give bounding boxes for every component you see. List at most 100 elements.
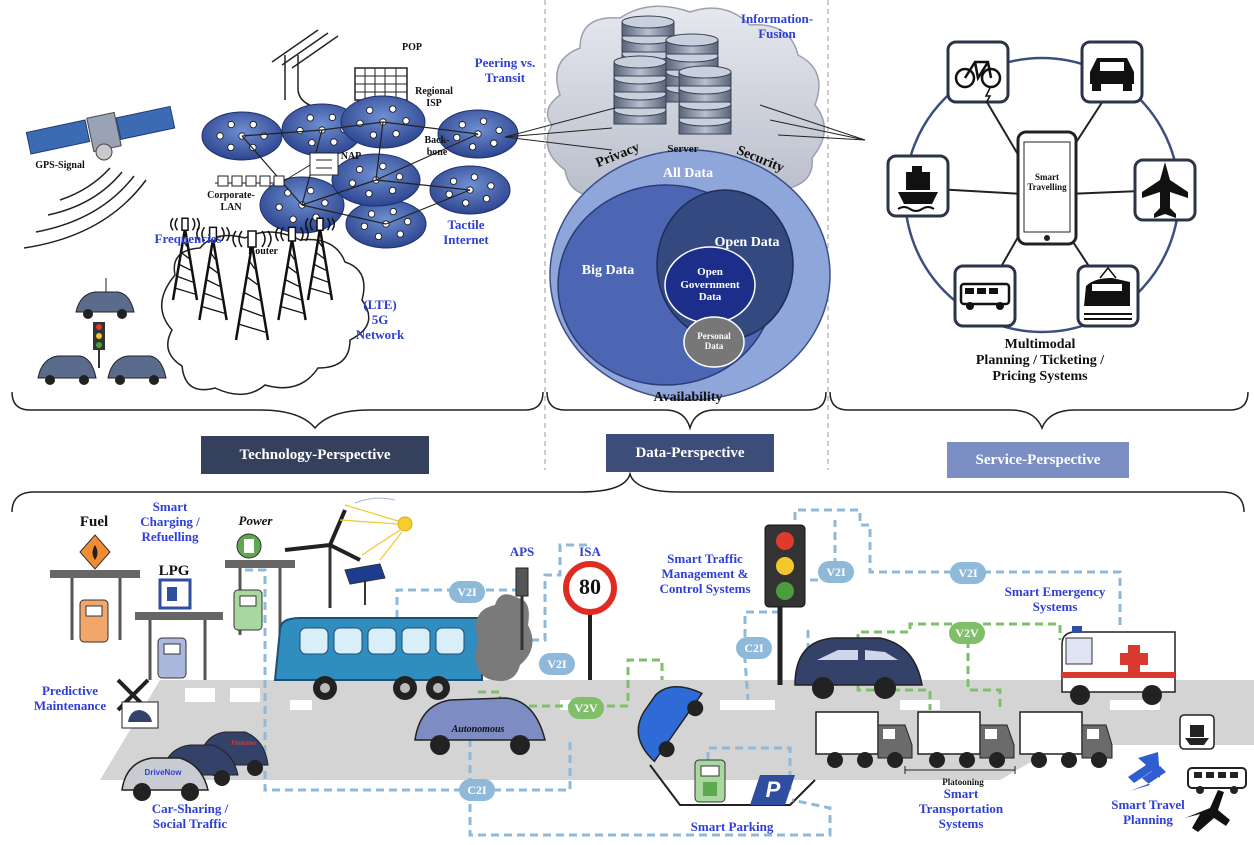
- bus-icon-bottom: [1187, 767, 1247, 794]
- technology-brace: [11, 391, 544, 430]
- nap-label: NAP: [340, 151, 362, 162]
- truck-3-icon: [1019, 711, 1113, 768]
- corporate-lan-icon: [215, 164, 311, 187]
- tactile-internet-label: Tactile Internet: [443, 217, 489, 247]
- ambulance-icon: [1061, 626, 1176, 705]
- antenna-icon: [271, 29, 360, 111]
- data-perspective-label: Data-Perspective: [635, 444, 745, 461]
- service-perspective-box: Service-Perspective: [947, 442, 1129, 478]
- pop-label: POP: [402, 42, 422, 53]
- truck-2-icon: [917, 711, 1015, 768]
- lpg-station-icon: [135, 578, 223, 680]
- smart-charging-label: Smart Charging / Refuelling: [140, 499, 200, 544]
- v2i-badge: V2I: [449, 581, 485, 603]
- satellite-icon: [25, 105, 176, 161]
- cell-tower-icon: [170, 217, 200, 301]
- transportation-systems-label: Smart Transportation Systems: [918, 786, 1004, 831]
- flinkster-label: Flinkster: [231, 741, 257, 747]
- database-icon: [678, 65, 732, 135]
- network-link: [375, 121, 384, 181]
- router-label: Router: [248, 246, 278, 257]
- power-label: Power: [238, 513, 273, 528]
- car-icon-right: [107, 355, 167, 385]
- data-brace: [546, 391, 827, 431]
- service-brace: [829, 391, 1249, 431]
- data-perspective-box: Data-Perspective: [606, 434, 774, 472]
- car-icon-top: [75, 278, 135, 319]
- aps-label: APS: [509, 544, 535, 559]
- nap-switch-icon: [309, 152, 339, 176]
- bottom-brace: [11, 471, 1245, 513]
- 5g-network-outline: [160, 231, 370, 395]
- server-links: [504, 104, 866, 151]
- parking-p-label: P: [765, 777, 781, 802]
- network-link: [375, 179, 471, 191]
- small-car-blue-icon: [637, 686, 704, 763]
- gps-signal-label: GPS-Signal: [35, 160, 85, 171]
- network-link: [241, 135, 303, 206]
- ship-icon: [886, 154, 950, 218]
- peering-transit-label: Peering vs. Transit: [474, 55, 536, 85]
- availability-label: Availability: [653, 390, 723, 405]
- bus-icon-service: [953, 264, 1017, 328]
- parking-sign: [750, 775, 795, 805]
- bicycle-icon: [946, 40, 1010, 104]
- cell-tower-icon: [232, 230, 272, 341]
- car-icon-left: [37, 355, 97, 385]
- car-sharing-label: Car-Sharing / Social Traffic: [151, 801, 229, 831]
- v2i-badge: V2I: [539, 653, 575, 675]
- technology-perspective-label: Technology-Perspective: [239, 446, 391, 463]
- smart-parking-label: Smart Parking: [690, 819, 774, 834]
- autonomous-car-icon: [414, 697, 546, 755]
- solar-panel-icon: [344, 563, 386, 605]
- lpg-label: LPG: [158, 563, 190, 579]
- backbone-label: Back- bone: [424, 135, 450, 158]
- traffic-light-small-icon: [93, 322, 105, 368]
- fuel-station-icon: [50, 534, 140, 643]
- network-link: [301, 204, 387, 225]
- v2v-badge: V2V: [949, 622, 985, 644]
- smart-travelling-label: Smart Travelling: [1027, 172, 1067, 193]
- truck-1-icon: [815, 711, 913, 768]
- airplane-icon: [1133, 158, 1197, 222]
- information-fusion-label: Information- Fusion: [740, 11, 814, 41]
- platooning-label: Platooning: [942, 777, 984, 787]
- speed-limit-sign: [563, 561, 617, 680]
- emergency-systems-label: Smart Emergency Systems: [1004, 584, 1106, 614]
- v2i-badge: V2I: [818, 561, 854, 583]
- 5g-network-label: (LTE) 5G Network: [355, 297, 405, 342]
- speed-limit-value: 80: [579, 574, 601, 599]
- ship-icon-bottom: [1179, 714, 1215, 750]
- personal-data-label: Personal Data: [697, 331, 731, 352]
- cell-tower-icon: [275, 226, 309, 321]
- big-data-label: Big Data: [581, 263, 635, 278]
- database-icon: [613, 55, 667, 125]
- c2i-badge: C2I: [736, 637, 772, 659]
- swap-arrows-icon: [1128, 752, 1166, 791]
- car-repair-icon: [121, 701, 159, 729]
- bus-icon: [273, 617, 483, 700]
- network-link: [241, 129, 323, 137]
- v2v-badge: V2V: [568, 697, 604, 719]
- drivenow-label: DriveNow: [144, 768, 182, 777]
- network-link: [321, 121, 384, 131]
- dark-car-icon: [794, 637, 923, 699]
- sun-icon: [339, 497, 413, 561]
- fuel-label: Fuel: [79, 514, 109, 530]
- train-icon: [1076, 264, 1140, 328]
- predictive-maintenance-label: Predictive Maintenance: [33, 683, 107, 713]
- traffic-light-icon: [764, 524, 806, 685]
- c2i-badge: C2I: [459, 779, 495, 801]
- service-icons: [886, 40, 1197, 328]
- isa-label: ISA: [579, 544, 601, 559]
- all-data-label: All Data: [662, 166, 714, 181]
- v2i-badge: V2I: [950, 562, 986, 584]
- airplane-icon-bottom: [1185, 790, 1230, 832]
- open-government-data-label: Open Government Data: [680, 266, 740, 304]
- charging-station-icon: [225, 533, 295, 635]
- autonomous-label: Autonomous: [451, 724, 505, 735]
- cell-tower-icon: [305, 217, 335, 301]
- aps-sensor-icon: [515, 567, 529, 650]
